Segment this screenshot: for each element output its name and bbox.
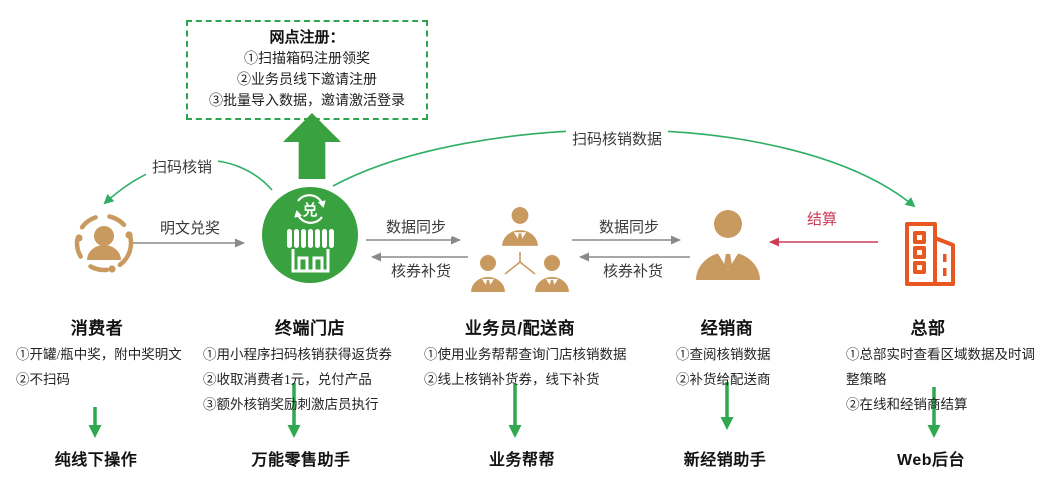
store-icon-glyph: 兑 [287, 194, 334, 273]
entity-label-headquarters: 总部 [910, 319, 946, 338]
store-icon: 兑 [262, 187, 358, 283]
notes-sales-team: ①使用业务帮帮查询门店核销数据 ②线上核销补货券，线下补货 [424, 342, 662, 392]
tool-label-offline: 纯线下操作 [54, 452, 138, 469]
registration-item-3: ③批量导入数据，邀请激活登录 [209, 92, 405, 108]
registration-item-1: ①扫描箱码注册领奖 [244, 50, 370, 66]
flow-label-scan-verify-data: 扫码核销数据 [565, 128, 669, 149]
notes-headquarters: ①总部实时查看区域数据及时调整策略 ②在线和经销商结算 [846, 342, 1044, 417]
consumer-icon [74, 213, 134, 273]
flow-label-plain-redeem: 明文兑奖 [153, 217, 227, 238]
sales-team-icon [471, 207, 569, 292]
tool-label-yewubangbang: 业务帮帮 [488, 452, 556, 469]
headquarters-icon [905, 222, 955, 286]
registration-item-2: ②业务员线下邀请注册 [237, 71, 377, 87]
note-line: ②线上核销补货券，线下补货 [424, 372, 600, 387]
flow-label-data-sync-2: 数据同步 [592, 216, 666, 237]
flow-label-coupon-restock-1: 核券补货 [384, 260, 458, 281]
entity-label-sales-team: 业务员/配送商 [464, 319, 576, 338]
entity-label-dealer: 经销商 [700, 319, 754, 338]
note-line: ①总部实时查看区域数据及时调整策略 [846, 347, 1035, 387]
tool-label-web-backend: Web后台 [897, 452, 965, 469]
note-line: ①开罐/瓶中奖，附中奖明文 [16, 347, 182, 362]
note-line: ②在线和经销商结算 [846, 397, 968, 412]
registration-title: 网点注册： [269, 29, 345, 46]
flow-label-coupon-restock-2: 核券补货 [596, 260, 670, 281]
note-line: ②收取消费者1元，兑付产品 [203, 372, 372, 387]
entity-label-consumer: 消费者 [70, 319, 124, 338]
svg-text:兑: 兑 [302, 201, 317, 219]
flow-label-data-sync-1: 数据同步 [379, 216, 453, 237]
note-line: ①用小程序扫码核销获得返货券 [203, 347, 392, 362]
notes-store: ①用小程序扫码核销获得返货券 ②收取消费者1元，兑付产品 ③额外核销奖励刺激店员… [203, 342, 425, 417]
notes-consumer: ①开罐/瓶中奖，附中奖明文 ②不扫码 [16, 342, 208, 392]
registration-box: 网点注册： ①扫描箱码注册领奖 ②业务员线下邀请注册 ③批量导入数据，邀请激活登… [186, 20, 428, 120]
flow-label-scan-verify: 扫码核销 [145, 156, 219, 177]
note-line: ①查阅核销数据 [676, 347, 771, 362]
flow-label-settlement: 结算 [800, 208, 844, 229]
entity-label-store: 终端门店 [275, 319, 345, 338]
note-line: ③额外核销奖励刺激店员执行 [203, 397, 379, 412]
note-line: ①使用业务帮帮查询门店核销数据 [424, 347, 627, 362]
note-line: ②不扫码 [16, 372, 70, 387]
dealer-icon [696, 210, 760, 280]
note-line: ②补货给配送商 [676, 372, 771, 387]
tool-label-retail-assistant: 万能零售助手 [251, 452, 351, 469]
big-up-arrow [283, 113, 341, 179]
tool-label-dealer-assistant: 新经销助手 [683, 452, 767, 469]
notes-dealer: ①查阅核销数据 ②补货给配送商 [676, 342, 838, 392]
